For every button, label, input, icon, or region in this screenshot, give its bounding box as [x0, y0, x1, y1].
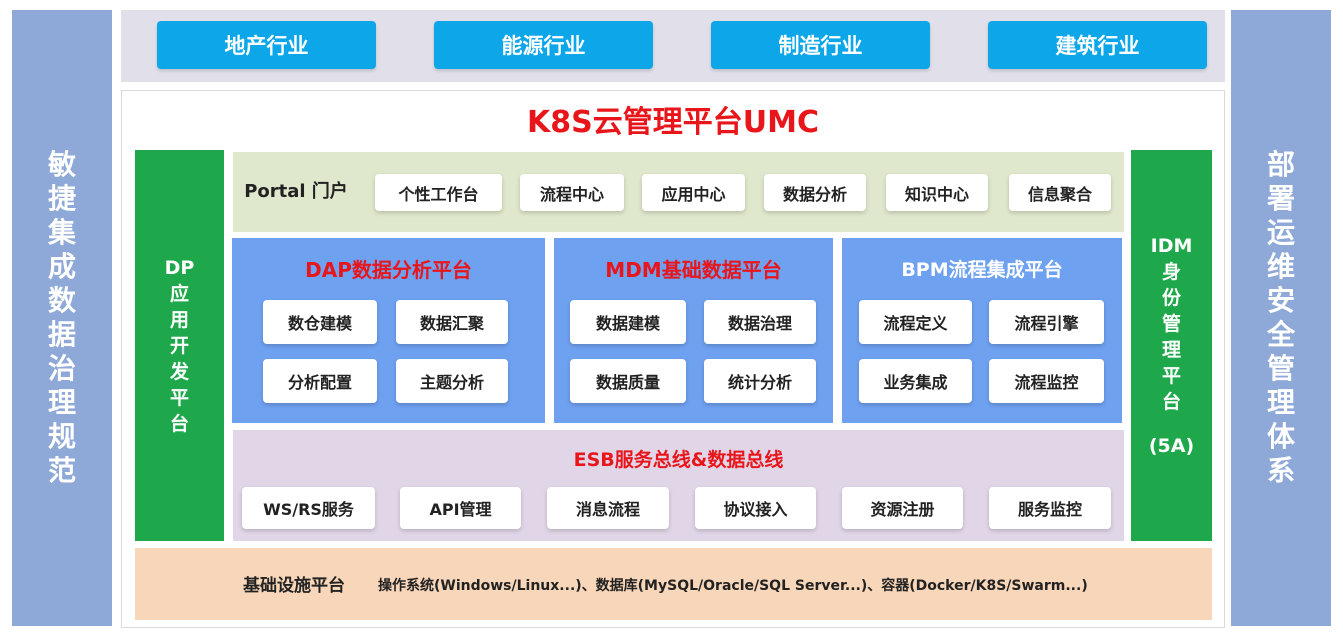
idm-column-char: 平 [1161, 364, 1181, 387]
idm-identity-platform-column: IDM 身 份 管 理 平 台 (5A) [1131, 150, 1212, 541]
dap-data-warehouse-modeling[interactable]: 数仓建模 [263, 300, 377, 344]
dap-data-aggregation[interactable]: 数据汇聚 [396, 300, 508, 344]
left-column-agile-integration-data-governance: 敏 捷 集 成 数 据 治 理 规 范 [12, 10, 112, 626]
idm-column-char: 份 [1161, 286, 1181, 309]
umc-title: K8S云管理平台UMC [527, 105, 819, 140]
bpm-platform-title: BPM流程集成平台 [901, 258, 1063, 281]
industry-real-estate[interactable]: 地产行业 [157, 21, 376, 69]
esb-api-management[interactable]: API管理 [400, 487, 521, 529]
idm-column-char: IDM [1150, 234, 1193, 257]
right-column-char: 部 [1266, 148, 1295, 181]
right-column-char: 维 [1266, 250, 1295, 283]
right-column-char: 全 [1266, 318, 1295, 351]
portal-info-aggregation[interactable]: 信息聚合 [1009, 174, 1111, 211]
right-column-deployment-ops-security: 部 署 运 维 安 全 管 理 体 系 [1231, 10, 1331, 626]
dp-app-dev-platform-column: DP 应 用 开 发 平 台 [135, 150, 224, 541]
portal-app-center[interactable]: 应用中心 [642, 174, 745, 211]
dp-column-char: 平 [169, 386, 189, 409]
esb-message-flow[interactable]: 消息流程 [547, 487, 669, 529]
idm-column-char: 理 [1161, 338, 1181, 361]
right-column-char: 管 [1266, 352, 1295, 385]
left-column-char: 成 [47, 250, 76, 283]
portal-knowledge-center[interactable]: 知识中心 [886, 174, 988, 211]
idm-column-char: 台 [1161, 390, 1181, 413]
esb-title: ESB服务总线&数据总线 [573, 448, 784, 471]
industry-label: 建筑行业 [1055, 34, 1140, 58]
bpm-process-engine[interactable]: 流程引擎 [989, 300, 1104, 344]
left-column-char: 规 [47, 420, 76, 453]
esb-service-monitoring[interactable]: 服务监控 [989, 487, 1111, 529]
left-column-char: 范 [47, 454, 76, 487]
left-column-char: 捷 [47, 182, 76, 215]
industry-construction[interactable]: 建筑行业 [988, 21, 1207, 69]
industry-manufacturing[interactable]: 制造行业 [711, 21, 930, 69]
right-column-char: 安 [1266, 284, 1295, 317]
dap-topic-analysis[interactable]: 主题分析 [396, 359, 508, 403]
portal-personal-workspace[interactable]: 个性工作台 [375, 174, 502, 211]
left-column-char: 据 [47, 318, 76, 351]
dp-column-char: 开 [169, 334, 189, 357]
mdm-data-governance[interactable]: 数据治理 [704, 300, 816, 344]
esb-resource-registry[interactable]: 资源注册 [842, 487, 963, 529]
dap-platform-title: DAP数据分析平台 [305, 257, 472, 282]
mdm-platform-title: MDM基础数据平台 [605, 257, 782, 282]
right-column-char: 理 [1266, 386, 1295, 419]
dap-analysis-config[interactable]: 分析配置 [263, 359, 377, 403]
right-column-char: 体 [1266, 420, 1295, 453]
dp-column-char: 台 [169, 412, 189, 435]
esb-protocol-access[interactable]: 协议接入 [695, 487, 816, 529]
left-column-char: 集 [47, 216, 76, 249]
right-column-char: 运 [1266, 216, 1295, 249]
industry-energy[interactable]: 能源行业 [434, 21, 653, 69]
left-column-char: 理 [47, 386, 76, 419]
mdm-data-quality[interactable]: 数据质量 [570, 359, 686, 403]
left-column-char: 数 [47, 284, 76, 317]
portal-data-analysis[interactable]: 数据分析 [764, 174, 866, 211]
bpm-process-definition[interactable]: 流程定义 [859, 300, 972, 344]
idm-column-char: 管 [1161, 312, 1181, 335]
idm-column-note: (5A) [1148, 434, 1195, 457]
dp-column-char: 应 [169, 282, 189, 305]
industry-label: 制造行业 [778, 34, 863, 58]
bpm-process-monitoring[interactable]: 流程监控 [989, 359, 1104, 403]
dp-column-char: 发 [169, 360, 189, 383]
esb-band [233, 430, 1124, 541]
bpm-business-integration[interactable]: 业务集成 [859, 359, 972, 403]
right-column-char: 系 [1266, 454, 1295, 487]
portal-label: Portal 门户 [244, 181, 348, 202]
infrastructure-title: 基础设施平台 [243, 576, 345, 596]
mdm-statistical-analysis[interactable]: 统计分析 [704, 359, 816, 403]
left-column-char: 敏 [47, 148, 76, 181]
right-column-char: 署 [1266, 182, 1295, 215]
portal-process-center[interactable]: 流程中心 [520, 174, 624, 211]
idm-column-char: 身 [1161, 260, 1181, 283]
industry-label: 能源行业 [501, 34, 586, 58]
industry-label: 地产行业 [224, 34, 309, 58]
dp-column-char: DP [164, 256, 195, 279]
infrastructure-description: 操作系统(Windows/Linux...)、数据库(MySQL/Oracle/… [378, 578, 1088, 594]
infrastructure-band [135, 548, 1212, 620]
mdm-data-modeling[interactable]: 数据建模 [570, 300, 686, 344]
esb-ws-rs-service[interactable]: WS/RS服务 [242, 487, 375, 529]
dp-column-char: 用 [169, 308, 189, 331]
left-column-char: 治 [47, 352, 76, 385]
